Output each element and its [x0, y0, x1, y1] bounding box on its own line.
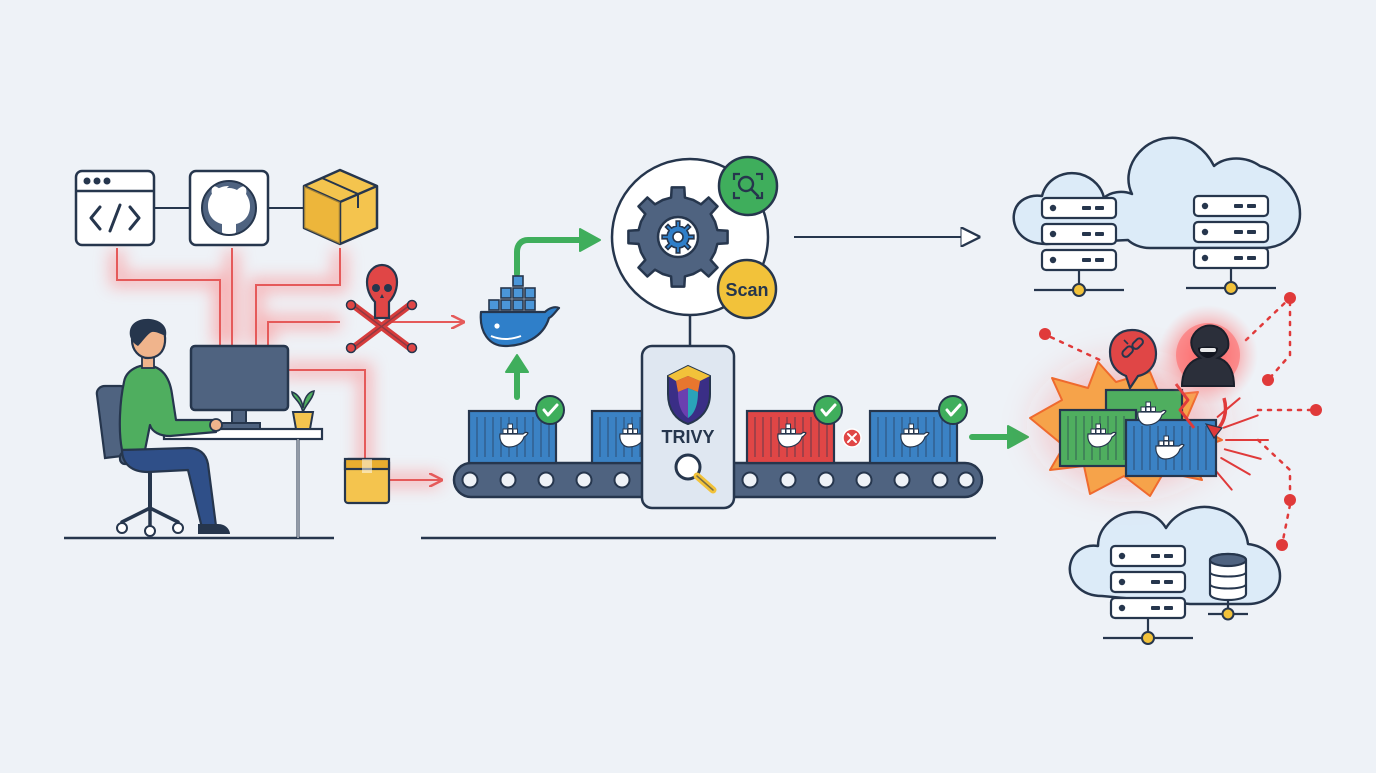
trivy-logo-icon: [667, 364, 711, 426]
magnifier-icon: [674, 453, 717, 494]
x-mark-icon: [842, 428, 862, 448]
breach-ray: [1216, 397, 1241, 418]
package-box-icon: [302, 168, 379, 246]
package-box-small-icon: [343, 457, 391, 505]
database-icon: [1208, 552, 1248, 621]
code-window-icon: [74, 169, 156, 247]
conveyor-roller: [855, 471, 873, 489]
check-icon: [534, 394, 566, 426]
cloud-icon: [1012, 136, 1302, 250]
check-icon: [812, 394, 844, 426]
breach-ray: [1220, 457, 1251, 476]
trivy-label: TRIVY: [661, 427, 714, 447]
container-blue-2: [590, 409, 652, 465]
conveyor-roller: [499, 471, 517, 489]
conveyor-roller: [613, 471, 631, 489]
scan-magnifier-icon: [717, 155, 779, 217]
conveyor-roller: [779, 471, 797, 489]
conveyor-roller: [461, 471, 479, 489]
conveyor-rollers: [461, 471, 975, 489]
skull-crossbones-icon: [345, 263, 418, 354]
breach-ray: [1223, 448, 1262, 460]
gear-icon: [627, 186, 729, 288]
docker-whale-icon: [479, 274, 561, 348]
container-blue-compromised: [1124, 401, 1218, 478]
conveyor-roller: [893, 471, 911, 489]
green-flow-arrows: [505, 228, 1029, 449]
hacker-icon: [1158, 305, 1258, 405]
breach-red-dots: [1039, 292, 1322, 551]
conveyor-roller: [537, 471, 555, 489]
breach-ray: [1222, 414, 1259, 429]
container-blue-1: [467, 409, 558, 465]
conveyor-roller: [817, 471, 835, 489]
github-icon: [188, 169, 270, 247]
conveyor-roller: [957, 471, 975, 489]
check-icon: [937, 394, 969, 426]
developer-workstation: [64, 318, 334, 540]
scan-badge: Scan: [716, 258, 778, 320]
trivy-scanner-panel: TRIVY: [640, 344, 736, 510]
server-rack-icon: [1032, 196, 1126, 298]
gear-center: [672, 231, 684, 243]
conveyor-roller: [575, 471, 593, 489]
conveyor-roller: [931, 471, 949, 489]
conveyor-roller: [741, 471, 759, 489]
scanner-gear-group: Scan: [610, 155, 779, 346]
broken-link-icon: [1108, 328, 1158, 391]
scan-badge-label: Scan: [725, 280, 768, 300]
